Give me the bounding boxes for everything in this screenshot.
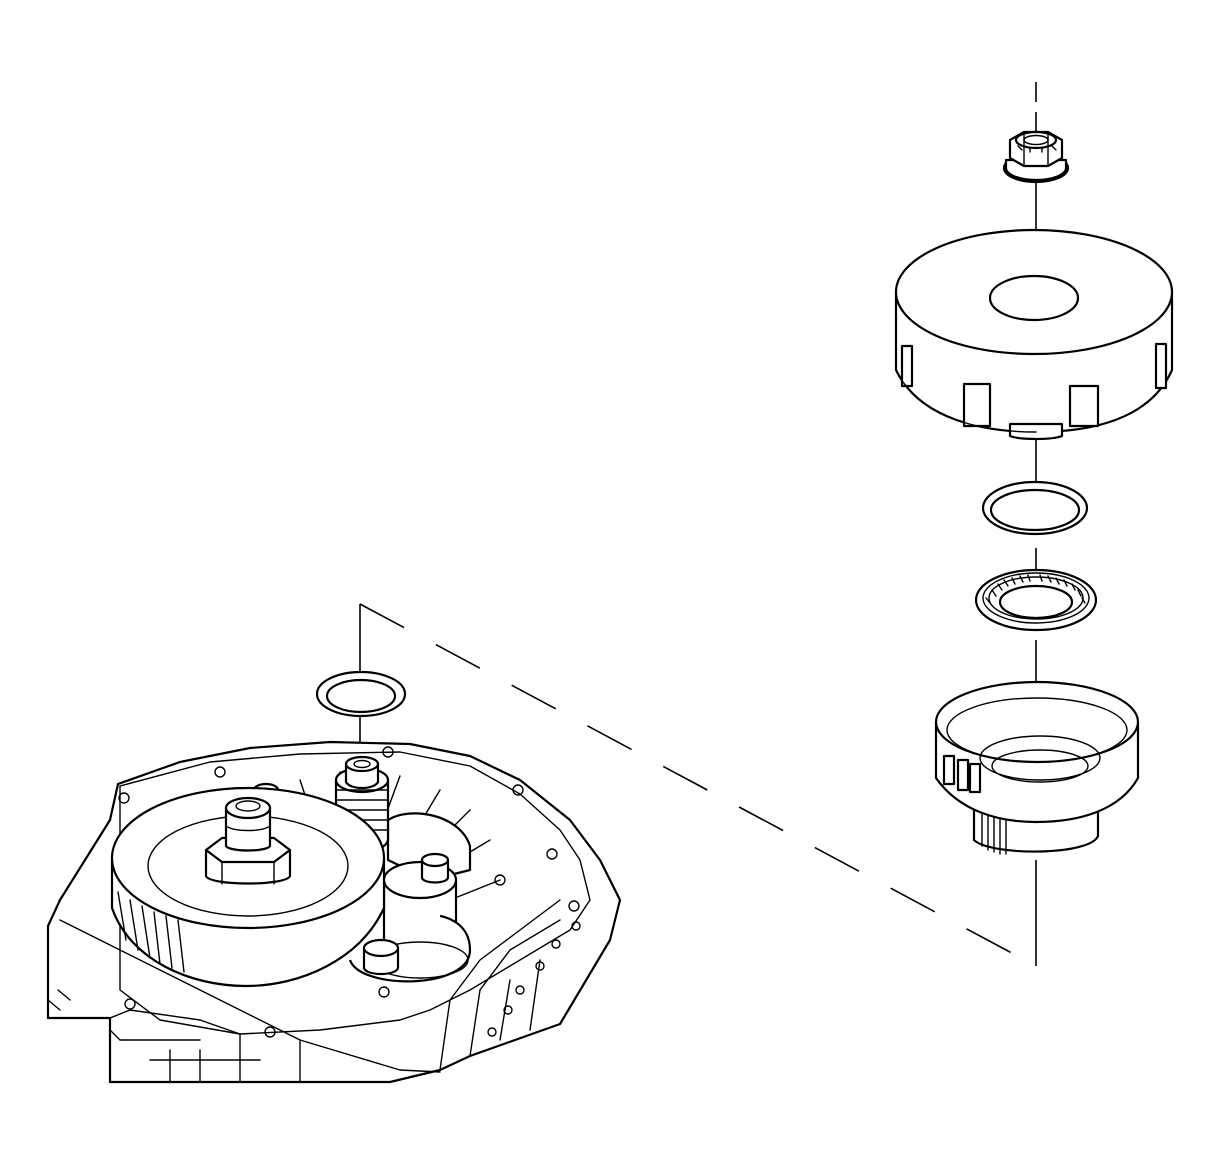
hub-housing <box>934 680 1140 855</box>
case-bolt-holes <box>118 746 581 1038</box>
drive-drum <box>894 228 1174 441</box>
filter-cylinder <box>348 860 472 983</box>
shaft-thrust-washer <box>315 670 407 718</box>
thrust-washer <box>981 480 1089 536</box>
planetary-carrier-assembly <box>110 786 386 988</box>
drum-lugs <box>895 342 1168 433</box>
retaining-nut <box>1002 130 1070 184</box>
needle-thrust-bearing <box>974 568 1098 632</box>
dashed-alignment-line <box>359 603 1037 967</box>
